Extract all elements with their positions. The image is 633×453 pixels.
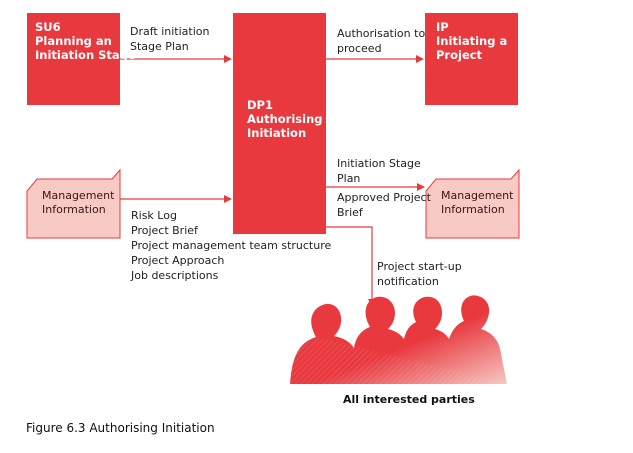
flow-label-line: Project Approach	[131, 254, 225, 267]
process-label-su6: SU6 Planning an Initiation Stage	[35, 20, 136, 62]
flow-label-line: Project start-up	[377, 260, 462, 273]
document-label-line: Information	[441, 203, 505, 216]
process-label-line: Initiation Stage	[35, 48, 136, 62]
flow-label-line: Authorisation to	[337, 27, 426, 40]
flow-label-line: Project management team structure	[131, 239, 332, 252]
document-input-shape	[26, 168, 121, 239]
flow-label-line: Job descriptions	[131, 269, 219, 282]
flow-label-line: proceed	[337, 42, 382, 55]
flow-label-line: Risk Log	[131, 209, 177, 222]
process-label-dp1: DP1 Authorising Initiation	[247, 98, 323, 140]
interested-parties-label: All interested parties	[343, 393, 475, 406]
flow-label-authorisation: Authorisation to proceed	[337, 26, 425, 56]
flow-label-line: Initiation Stage	[337, 157, 421, 170]
process-label-line: IP	[436, 20, 449, 34]
flow-label-line: Project Brief	[131, 224, 198, 237]
process-label-line: Initiation	[247, 126, 307, 140]
flow-label-outputs: Initiation Stage Plan Approved Project B…	[337, 156, 431, 220]
document-label-line: Management	[42, 189, 115, 202]
process-box-ip	[425, 13, 518, 105]
process-label-line: Project	[436, 48, 483, 62]
figure-caption: Figure 6.3 Authorising Initiation	[26, 421, 215, 435]
process-label-ip: IP Initiating a Project	[436, 20, 507, 62]
interested-parties-group	[290, 295, 507, 384]
flow-label-inputs: Risk Log Project Brief Project managemen…	[131, 208, 331, 283]
process-label-line: DP1	[247, 98, 273, 112]
document-label-input: Management Information	[42, 189, 114, 217]
process-label-line: Authorising	[247, 112, 323, 126]
arrow-dp1-to-parties	[326, 226, 376, 307]
flow-label-line: Plan	[337, 172, 361, 185]
document-output-shape	[425, 168, 520, 239]
flow-label-draft-plan: Draft initiation Stage Plan	[130, 24, 210, 54]
process-box-su6	[27, 13, 120, 105]
document-label-line: Management	[441, 189, 514, 202]
flow-label-line: Draft initiation	[130, 25, 210, 38]
flow-label-notification: Project start-up notification	[377, 259, 462, 289]
process-box-dp1	[233, 13, 326, 234]
process-label-line: Planning an	[35, 34, 112, 48]
flow-label-line: Brief	[337, 206, 363, 219]
document-label-line: Information	[42, 203, 106, 216]
flow-label-line: notification	[377, 275, 439, 288]
flow-label-line: Stage Plan	[130, 40, 189, 53]
flow-label-line: Approved Project	[337, 191, 431, 204]
process-label-line: SU6	[35, 20, 61, 34]
document-label-output: Management Information	[441, 189, 513, 217]
process-label-line: Initiating a	[436, 34, 508, 48]
